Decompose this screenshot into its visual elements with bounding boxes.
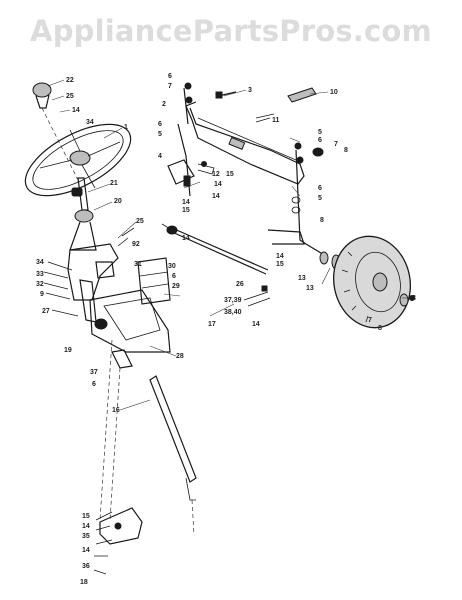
callout: 17 (208, 321, 216, 328)
spindle-right (267, 142, 341, 270)
callout: 15 (182, 207, 190, 214)
callout: 5 (318, 129, 322, 136)
callout: 6 (168, 73, 172, 80)
leader-lines (47, 79, 410, 411)
steering-shaft-upper (41, 107, 97, 251)
callout: 38,40 (224, 309, 242, 316)
callout: 26 (236, 281, 244, 288)
callout: 14 (252, 321, 260, 328)
callout: 12 (212, 171, 220, 178)
callout: 32 (36, 281, 44, 288)
callout: 14 (182, 199, 190, 206)
callout: 14 (212, 193, 220, 200)
callout: 16 (112, 407, 120, 414)
callout: 14 (182, 235, 190, 242)
bolts-left (43, 227, 135, 317)
callout: 14 (72, 107, 80, 114)
callout: 33 (36, 271, 44, 278)
callout: 22 (66, 77, 74, 84)
watermark: AppliancePartsPros.com (30, 14, 432, 48)
callout: 13 (298, 275, 306, 282)
callout: 8 (320, 217, 324, 224)
wheel-hardware (399, 293, 415, 307)
callout: 15 (226, 171, 234, 178)
front-axle (185, 101, 305, 185)
callout: 15 (276, 261, 284, 268)
callout: 9 (40, 291, 44, 298)
callout: 7 (368, 317, 372, 324)
callout: 8 (344, 147, 348, 154)
steering-wheel-cap (32, 82, 52, 109)
callout: 5 (158, 131, 162, 138)
callout: 21 (110, 180, 118, 187)
callout: 2 (162, 101, 166, 108)
callout: 6 (92, 381, 96, 388)
drag-link (161, 223, 271, 307)
callout: 19 (64, 347, 72, 354)
callout: 37,39 (224, 297, 242, 304)
callout: 14 (82, 523, 90, 530)
callout: 15 (82, 513, 90, 520)
callout: 6 (158, 121, 162, 128)
steering-wheel (24, 123, 132, 197)
callout: 29 (172, 283, 180, 290)
callout: 14 (276, 253, 284, 260)
callout: 6 (318, 137, 322, 144)
callout: 3 (248, 87, 252, 94)
pivot-bolt (167, 82, 195, 197)
callout: 20 (114, 198, 122, 205)
callout: 18 (80, 579, 88, 586)
callout: 34 (86, 119, 94, 126)
callout: 37 (90, 369, 98, 376)
callout: 31 (134, 261, 142, 268)
callout: 25 (136, 218, 144, 225)
callout: 35 (82, 533, 90, 540)
callout: 27 (42, 308, 50, 315)
callout: 34 (36, 259, 44, 266)
callout: 11 (272, 117, 280, 124)
front-wheel (332, 235, 412, 329)
axle-hardware (197, 87, 317, 175)
callout: 25 (66, 93, 74, 100)
callout: 30 (168, 263, 176, 270)
callout: 92 (132, 241, 140, 248)
callout: 6 (318, 185, 322, 192)
callout: 1 (124, 124, 128, 131)
callout: 7 (168, 83, 172, 90)
callout: 8 (378, 325, 382, 332)
steering-shaft-lower (99, 339, 197, 536)
callout: 28 (176, 353, 184, 360)
callout: 7 (334, 141, 338, 148)
callout: 13 (306, 285, 314, 292)
callout: 10 (330, 89, 338, 96)
callout: 3 (412, 295, 416, 302)
callout: 5 (318, 195, 322, 202)
callout-labels: 22 25 14 34 1 21 20 25 92 31 34 33 32 9 … (36, 73, 416, 586)
callout: 14 (82, 547, 90, 554)
steering-gear-sector (93, 507, 143, 575)
callout: 6 (172, 273, 176, 280)
callout: 14 (214, 181, 222, 188)
callout: 4 (158, 153, 162, 160)
callout: 36 (82, 563, 90, 570)
steering-column-bracket (67, 243, 171, 369)
